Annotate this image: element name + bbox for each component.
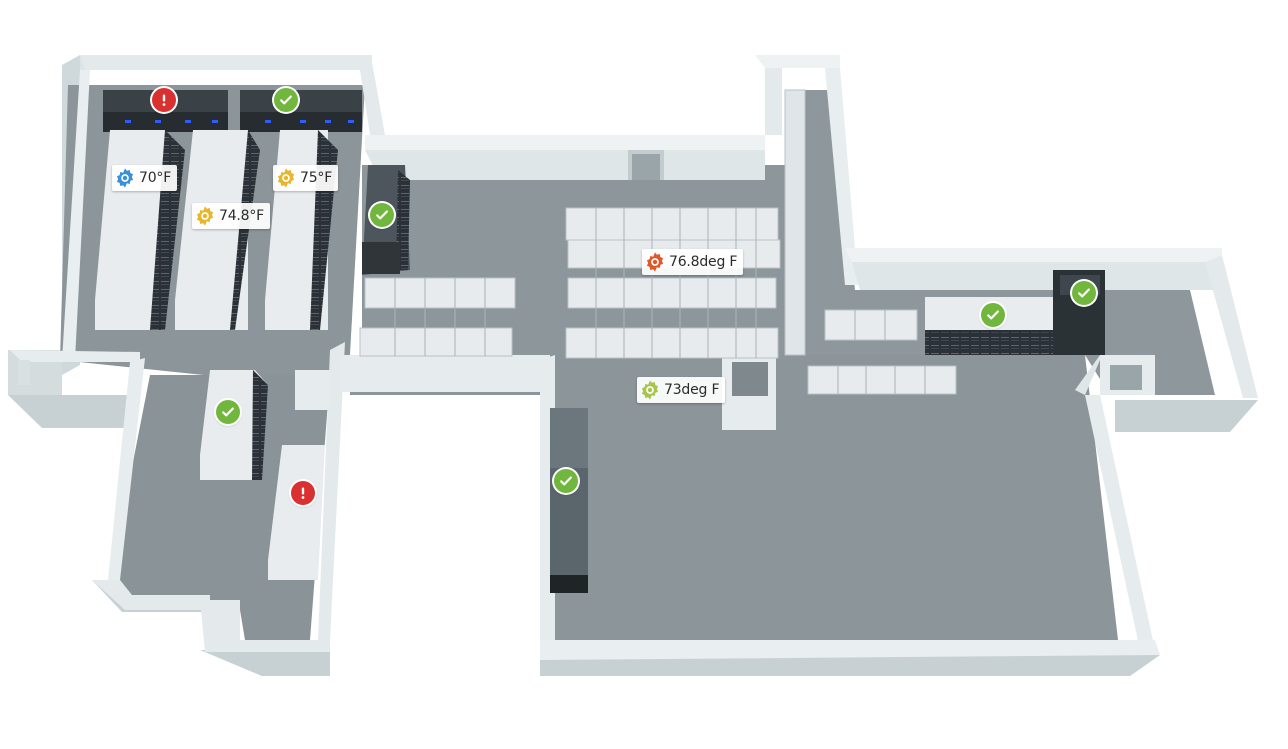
alert-status-badge[interactable] — [152, 88, 176, 112]
ok-status-badge[interactable] — [554, 469, 578, 493]
gear-icon — [116, 168, 134, 188]
exclamation-icon — [301, 487, 305, 499]
equipment-grid-dividers — [394, 208, 926, 394]
gear-icon — [277, 168, 295, 188]
gear-icon — [646, 252, 664, 272]
checkmark-icon — [987, 310, 999, 320]
ok-status-badge[interactable] — [981, 303, 1005, 327]
temperature-sensor-74-8f[interactable]: 74.8°F — [192, 203, 271, 229]
ok-status-badge[interactable] — [274, 88, 298, 112]
ok-status-badge[interactable] — [216, 400, 240, 424]
checkmark-icon — [376, 210, 388, 220]
checkmark-icon — [560, 476, 572, 486]
temperature-sensor-73f[interactable]: 73deg F — [637, 377, 726, 403]
ok-status-badge[interactable] — [370, 203, 394, 227]
gear-icon — [196, 206, 214, 226]
gear-icon — [641, 380, 659, 400]
temperature-label: 74.8°F — [219, 208, 265, 224]
equipment-grid-central-room — [359, 89, 957, 395]
temperature-label: 76.8deg F — [669, 254, 738, 270]
temperature-label: 73deg F — [664, 382, 720, 398]
temperature-sensor-75f[interactable]: 75°F — [273, 165, 339, 191]
temperature-sensor-76-8f[interactable]: 76.8deg F — [642, 249, 744, 275]
checkmark-icon — [280, 95, 292, 105]
checkmark-icon — [222, 407, 234, 417]
checkmark-icon — [1078, 288, 1090, 298]
exclamation-icon — [162, 94, 166, 106]
alert-status-badge[interactable] — [291, 481, 315, 505]
ok-status-badge[interactable] — [1072, 281, 1096, 305]
temperature-label: 70°F — [139, 170, 172, 186]
temperature-label: 75°F — [300, 170, 333, 186]
temperature-sensor-70f[interactable]: 70°F — [112, 165, 178, 191]
